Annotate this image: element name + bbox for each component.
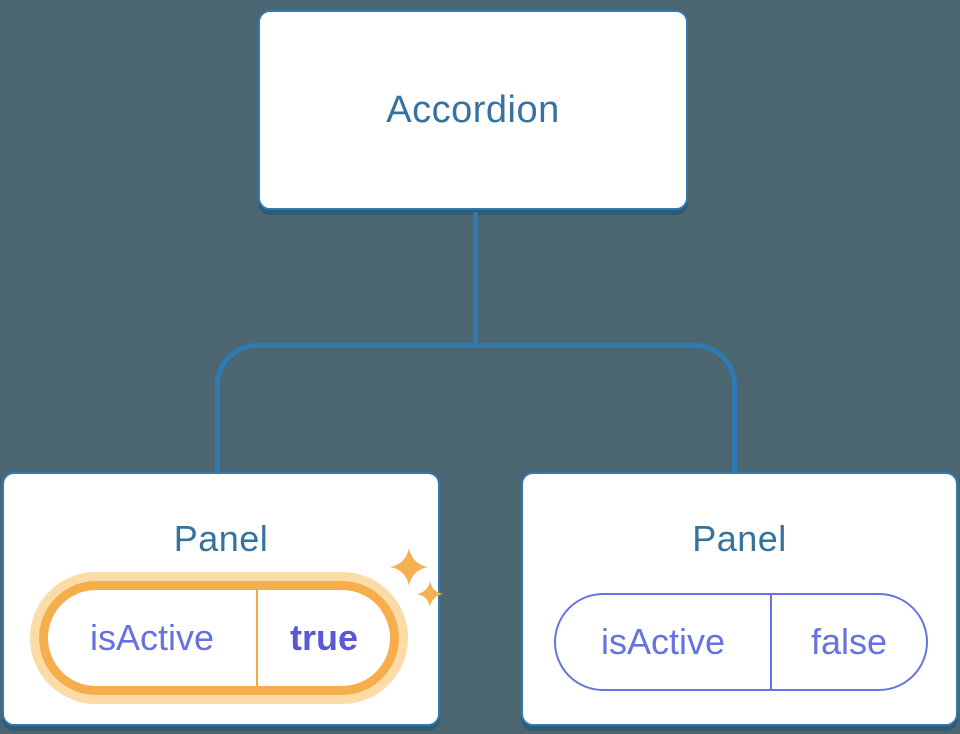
state-pill-inactive: isActive false bbox=[554, 593, 928, 691]
state-value-label: true bbox=[289, 617, 358, 658]
panel-node-active: Panel isActive true bbox=[2, 472, 443, 726]
state-key-label: isActive bbox=[556, 595, 772, 689]
sparkle-icon bbox=[417, 581, 443, 607]
sparkle-icon bbox=[390, 548, 428, 586]
accordion-node-label: Accordion bbox=[386, 88, 560, 131]
connector-branches bbox=[215, 343, 737, 472]
state-pill-active-inner: isActive true bbox=[39, 581, 399, 695]
state-pill-active: isActive true bbox=[30, 572, 408, 704]
panel-title: Panel bbox=[173, 518, 269, 559]
state-key-label: isActive bbox=[48, 590, 258, 686]
connector-stem bbox=[473, 212, 478, 345]
panel-title: Panel bbox=[692, 518, 787, 559]
panel-node-inactive: Panel isActive false bbox=[521, 472, 958, 726]
state-value-label: false bbox=[810, 621, 888, 662]
accordion-node: Accordion bbox=[258, 10, 688, 210]
